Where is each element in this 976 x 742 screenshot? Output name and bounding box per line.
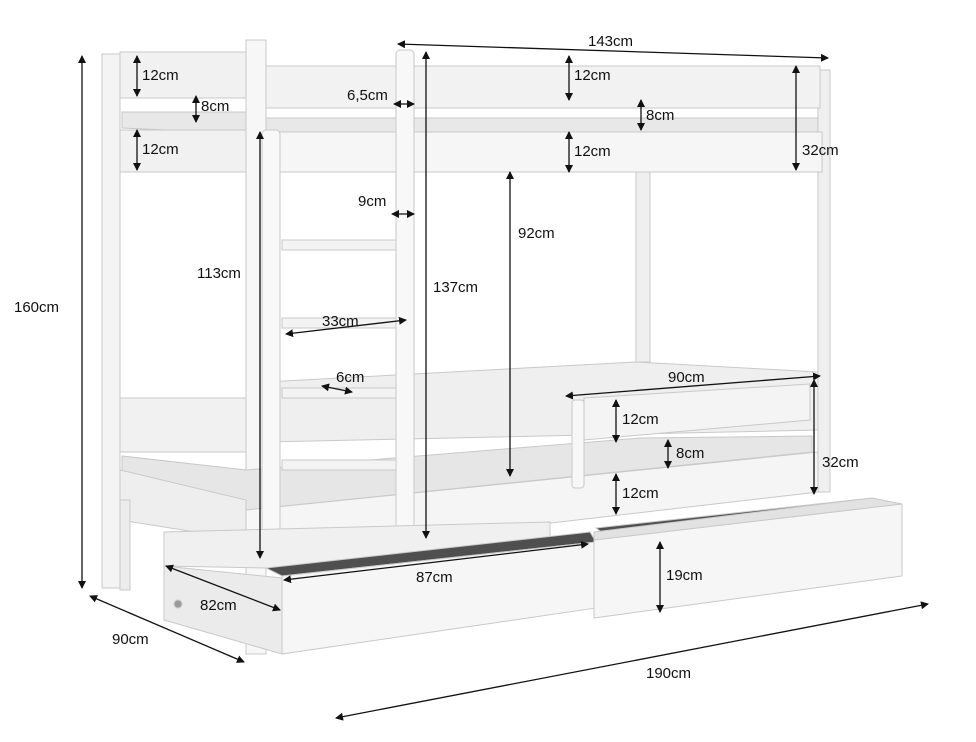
label-ladder-length: 137cm (433, 279, 478, 296)
back-right-post (817, 69, 831, 493)
dimension-labels: 143cm 12cm 8cm 12cm 12cm 8cm 12cm 32cm 6… (14, 33, 859, 682)
label-drawer-depth: 82cm (200, 597, 237, 614)
dim-33-line (285, 316, 407, 338)
label-post-thickness: 6,5cm (347, 87, 388, 104)
label-total-height: 160cm (14, 299, 59, 316)
dim-143-line (397, 40, 829, 62)
label-guard-length: 90cm (668, 369, 705, 386)
dimension-lines (78, 40, 929, 721)
ladder-right-rail (395, 49, 415, 543)
label-ladder-width: 33cm (322, 313, 359, 330)
ladder-rung-4 (281, 459, 397, 471)
drawer-right (593, 497, 903, 619)
label-width-top: 143cm (588, 33, 633, 50)
guard-rail-post (571, 399, 585, 489)
left-leg (119, 499, 131, 591)
label-foot-top-rail: 12cm (574, 67, 611, 84)
back-mid-post (635, 171, 651, 363)
label-lower-rail: 12cm (622, 485, 659, 502)
dim-90-depth-line (89, 595, 245, 663)
upper-front-rail (267, 131, 823, 173)
dim-82-line (165, 564, 281, 612)
dim-90-guard-line (565, 372, 821, 400)
label-head-mid-rail: 12cm (142, 141, 179, 158)
ladder-left-rail (261, 129, 281, 561)
bed-illustration (101, 39, 903, 655)
upper-back-rail (261, 65, 821, 109)
dim-6-line (321, 383, 353, 395)
label-head-top-rail: 12cm (142, 67, 179, 84)
label-depth: 90cm (112, 631, 149, 648)
dim-87-line (283, 540, 589, 584)
label-clear-height: 92cm (518, 225, 555, 242)
dim-190-line (335, 601, 929, 721)
label-drawer-length: 87cm (416, 569, 453, 586)
head-mid-panel (119, 129, 247, 173)
label-lower-side-height: 32cm (822, 454, 859, 471)
drawer-left (163, 521, 597, 655)
label-rung-width: 6cm (336, 369, 364, 386)
head-top-panel (119, 51, 247, 99)
label-upper-side-height: 32cm (802, 142, 839, 159)
label-foot-gap-upper: 8cm (646, 107, 674, 124)
label-head-gap-upper: 8cm (201, 98, 229, 115)
label-drawer-height: 19cm (666, 567, 703, 584)
head-left-post (101, 53, 121, 589)
label-guard-rail: 12cm (622, 411, 659, 428)
label-length: 190cm (646, 665, 691, 682)
label-ladder-height: 113cm (197, 265, 241, 282)
ladder-rung-1 (281, 239, 397, 251)
head-low-panel (119, 397, 247, 453)
label-ladder-gap: 9cm (358, 193, 386, 210)
label-guard-gap: 8cm (676, 445, 704, 462)
label-foot-mid-rail: 12cm (574, 143, 611, 160)
drawer-left-wheel (173, 599, 183, 609)
drawer-right-top (593, 497, 903, 541)
